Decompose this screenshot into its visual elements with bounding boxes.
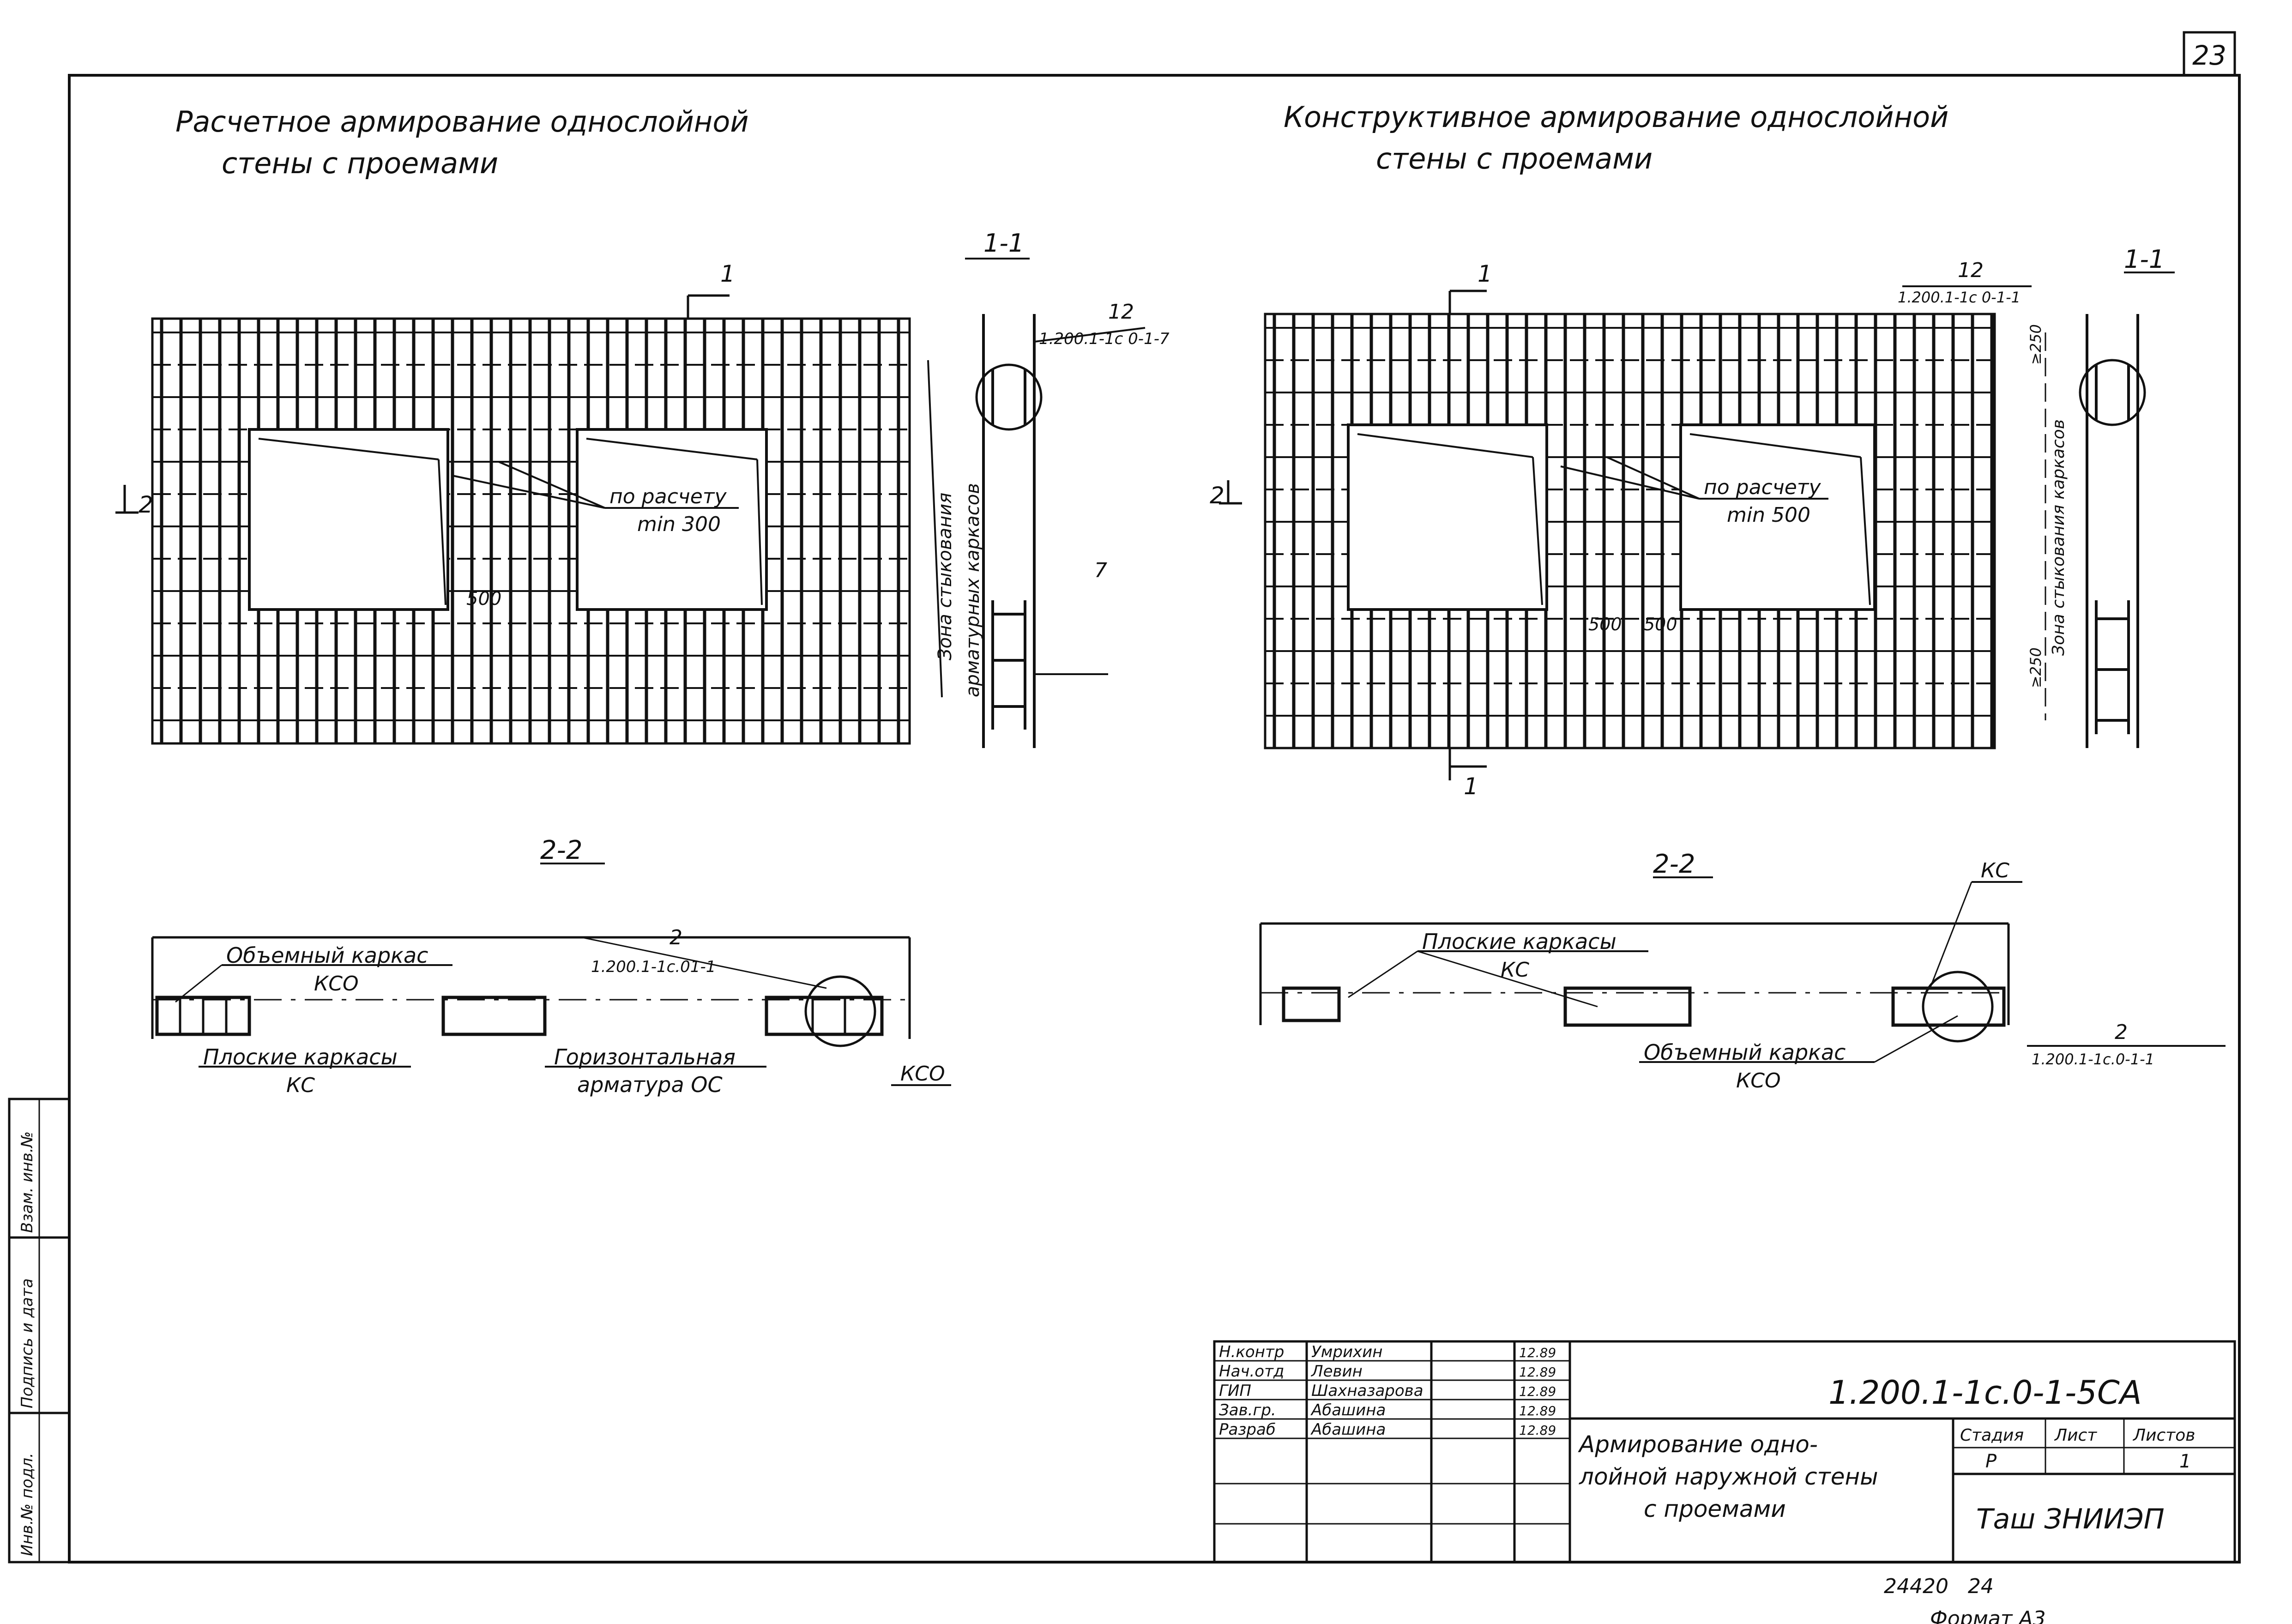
tb-date: 12.89: [1519, 1403, 1556, 1419]
tb-date: 12.89: [1519, 1345, 1556, 1360]
right-opening-1: [1347, 423, 1548, 611]
right-mark-top: 1: [1478, 260, 1492, 287]
tb-role: Н.контр: [1219, 1343, 1284, 1361]
left-plan-ref-num: 2: [670, 926, 682, 949]
left-plan-title: 2-2: [540, 835, 582, 865]
right-section-1-1: [1902, 272, 2175, 748]
right-section-title: 1-1: [2124, 245, 2165, 274]
tb-role: ГИП: [1219, 1382, 1251, 1400]
left-dim-500: 500: [466, 588, 501, 610]
tb-name: Левин: [1310, 1362, 1363, 1381]
tb-name: Умрихин: [1311, 1343, 1383, 1361]
sheets-value: 1: [2179, 1451, 2191, 1472]
right-title-line1: Конструктивное армирование однослойной: [1284, 100, 1948, 134]
right-callout-line2: min 500: [1727, 503, 1810, 527]
right-elevation: [1219, 290, 2046, 780]
right-plan-ref-num: 2: [2115, 1020, 2128, 1044]
doc-code: 1.200.1-1с.0-1-5СА: [1828, 1374, 2142, 1412]
left-opening-2: [576, 428, 768, 611]
tb-role: Зав.гр.: [1219, 1401, 1276, 1419]
org-name: Таш ЗНИИЭП: [1976, 1503, 2165, 1535]
right-zone-label: Зона стыкования каркасов: [2049, 419, 2068, 656]
desc-line2: лойной наружной стены: [1579, 1463, 1878, 1490]
left-mark-top: 1: [720, 260, 735, 287]
left-section-mark-7: 7: [1094, 559, 1107, 582]
right-opening-2: [1679, 423, 1876, 611]
left-label-volume-frame: Объемный каркас: [226, 943, 428, 968]
left-label-ks: КС: [286, 1074, 315, 1097]
right-label-ks-top: КС: [1981, 859, 2009, 882]
right-dim-500b: 500: [1644, 614, 1677, 634]
desc-line1: Армирование одно-: [1578, 1431, 1818, 1458]
tb-role: Разраб: [1219, 1420, 1276, 1439]
side-stamp: [8, 1098, 71, 1564]
tb-name: Абашина: [1310, 1420, 1386, 1439]
left-callout-line1: по расчету: [609, 485, 727, 508]
left-title-line1: Расчетное армирование однослойной: [175, 105, 749, 139]
right-mark-side: 2: [1210, 482, 1224, 509]
left-section-ref-num: 12: [1108, 300, 1134, 324]
right-label-ks: КС: [1501, 958, 1529, 982]
right-dim-250-top: ≥250: [2027, 324, 2045, 365]
sheet-frame: [68, 31, 2241, 1564]
left-label-flat-frames: Плоские каркасы: [203, 1044, 398, 1069]
left-plan-2-2: [151, 863, 951, 1086]
left-section-1-1: [965, 258, 1146, 748]
right-plan-2-2: [1259, 876, 2226, 1063]
tb-date: 12.89: [1519, 1364, 1556, 1380]
left-zone-label-2: арматурных каркасов: [962, 483, 983, 697]
right-dim-250-bottom: ≥250: [2027, 647, 2045, 688]
left-section-title: 1-1: [983, 229, 1024, 258]
tb-date: 12.89: [1519, 1384, 1556, 1399]
right-plan-ref-code: 1.200.1-1с.0-1-1: [2032, 1050, 2154, 1068]
right-label-kso: КСО: [1736, 1069, 1781, 1093]
right-plan-title: 2-2: [1653, 849, 1695, 879]
tb-date: 12.89: [1519, 1423, 1556, 1438]
desc-line3: с проемами: [1644, 1496, 1786, 1522]
left-mark-side: 2: [139, 491, 153, 518]
tb-role: Нач.отд: [1219, 1362, 1284, 1381]
stamp-sign-label: Подпись и дата: [18, 1278, 36, 1408]
left-label-kso-right: КСО: [900, 1062, 945, 1086]
stamp-vzam-label: Взам. инв.№: [18, 1131, 36, 1233]
left-section-ref-code: 1.200.1-1с 0-1-7: [1039, 330, 1170, 348]
tb-name: Абашина: [1310, 1401, 1386, 1419]
tb-name: Шахназарова: [1311, 1382, 1423, 1400]
right-section-ref-num: 12: [1958, 259, 1984, 282]
right-title-line2: стены с проемами: [1376, 142, 1653, 175]
sheet-header: Лист: [2054, 1426, 2097, 1445]
stage-value: Р: [1985, 1451, 1997, 1472]
right-dim-500a: 500: [1588, 614, 1622, 634]
right-label-flat-frames: Плоские каркасы: [1422, 929, 1616, 954]
left-plan-ref-code: 1.200.1-1с.01-1: [591, 958, 716, 976]
footer-format: Формат А3: [1930, 1607, 2046, 1624]
left-opening-1: [248, 428, 449, 611]
left-zone-label-1: Зона стыкования: [935, 493, 956, 660]
right-section-ref-code: 1.200.1-1с 0-1-1: [1898, 289, 2021, 306]
page-number: 23: [2192, 40, 2226, 71]
right-mark-bottom: 1: [1464, 773, 1478, 800]
right-label-volume-frame: Объемный каркас: [1644, 1040, 1846, 1065]
left-label-kso: КСО: [314, 972, 359, 996]
left-label-horiz-1: Горизонтальная: [554, 1044, 736, 1069]
stamp-inv-label: Инв.№ подл.: [18, 1453, 36, 1556]
left-title-line2: стены с проемами: [222, 146, 498, 180]
title-block: [1213, 1340, 2236, 1564]
left-elevation: [115, 294, 943, 745]
sheets-header: Листов: [2132, 1426, 2195, 1445]
stage-header: Стадия: [1960, 1426, 2024, 1445]
left-callout-line2: min 300: [637, 513, 721, 536]
footer-numbers: 24420 24: [1884, 1575, 1994, 1598]
right-callout-line1: по расчету: [1704, 476, 1821, 499]
left-label-horiz-2: арматура ОС: [577, 1072, 723, 1097]
